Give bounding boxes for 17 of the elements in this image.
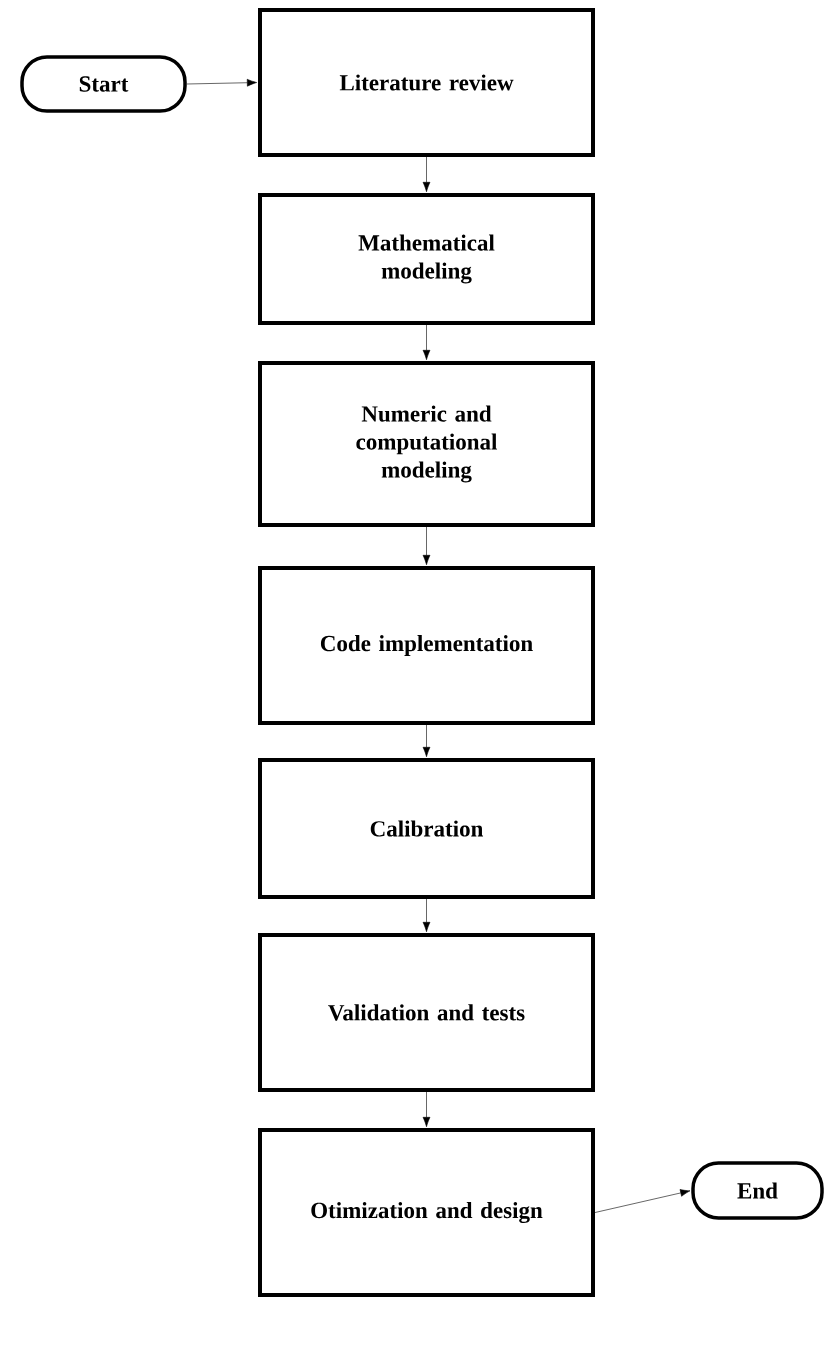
process-box: Validation and tests (258, 933, 595, 1092)
arrow (594, 1189, 691, 1213)
process-box: Mathematical modeling (258, 193, 595, 325)
process-box: Code implementation (258, 566, 595, 725)
process-box: Calibration (258, 758, 595, 899)
arrow (422, 324, 431, 361)
arrow (422, 1091, 431, 1128)
arrow (422, 526, 431, 566)
terminal: Start (20, 55, 187, 113)
terminal: End (691, 1161, 824, 1220)
arrow (186, 78, 258, 87)
arrow (422, 724, 431, 758)
process-box: Numeric and computational modeling (258, 361, 595, 527)
arrow (422, 156, 431, 193)
process-box: Literature review (258, 8, 595, 157)
process-box: Otimization and design (258, 1128, 595, 1297)
arrow (422, 898, 431, 933)
